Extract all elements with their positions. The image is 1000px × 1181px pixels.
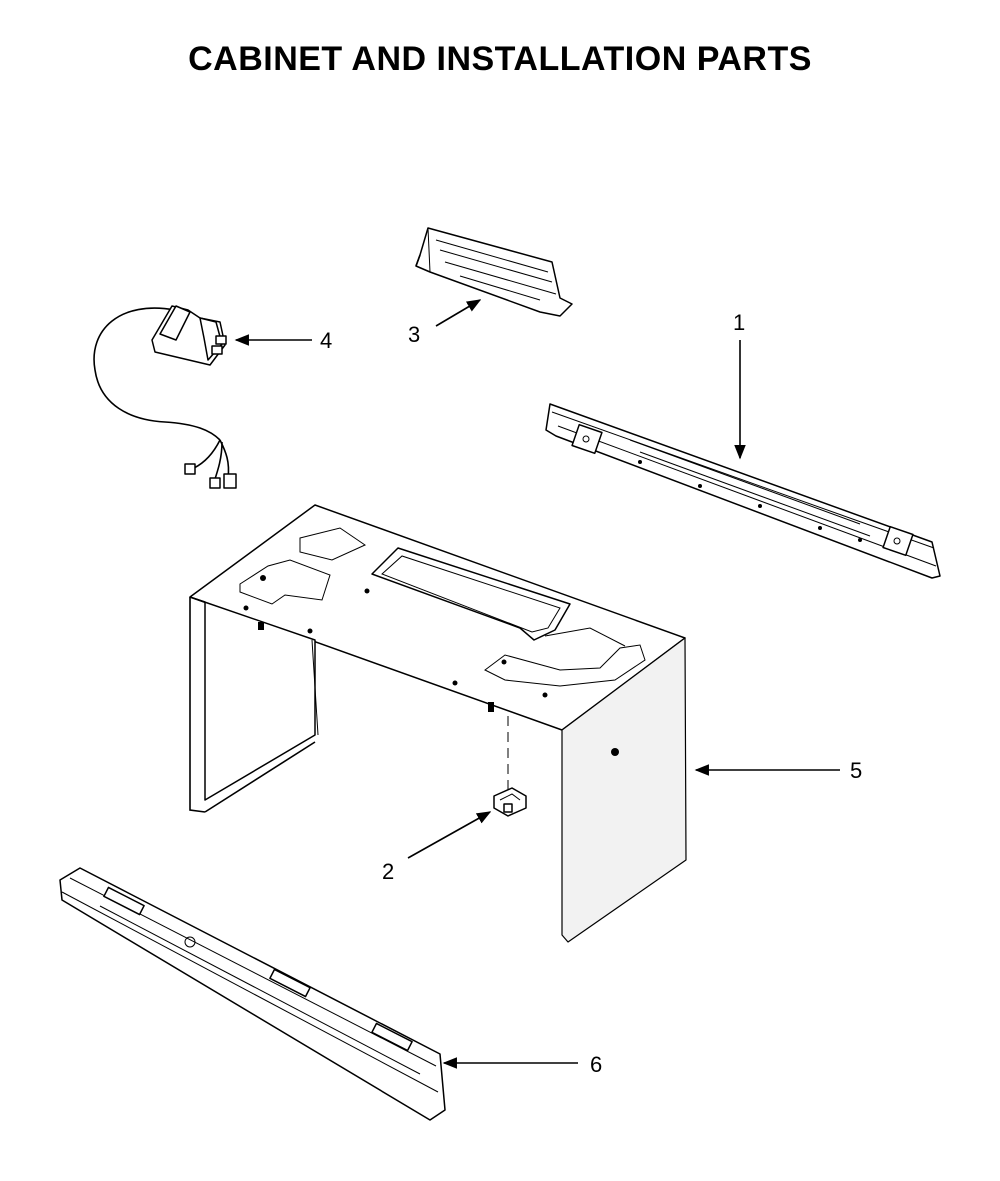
callout-6: 6 (590, 1052, 603, 1077)
part-5-cabinet (189, 504, 687, 943)
callout-1: 1 (733, 310, 746, 335)
part-2-clip (493, 716, 527, 817)
callout-3: 3 (408, 322, 421, 347)
part-4-power-cord (93, 305, 237, 489)
callout-4: 4 (320, 328, 333, 353)
part-3-vent-damper (415, 227, 573, 317)
page-title: CABINET AND INSTALLATION PARTS (188, 40, 812, 78)
callout-2: 2 (382, 859, 395, 884)
callout-5: 5 (850, 758, 863, 783)
part-1-mounting-plate (545, 403, 941, 579)
part-6-bottom-rail (59, 867, 446, 1121)
leader-lines (234, 299, 840, 1069)
